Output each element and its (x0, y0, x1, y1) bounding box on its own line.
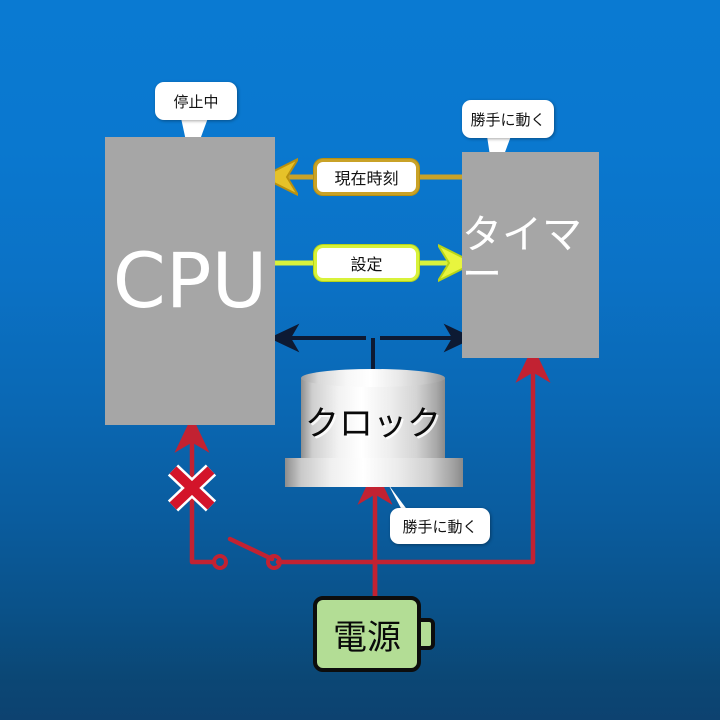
timer-label: タイマー (462, 212, 582, 298)
clock-cylinder-top (301, 369, 445, 387)
switch-terminal-right (266, 554, 282, 570)
battery-block[interactable]: 電源 (313, 596, 438, 672)
clock-block[interactable]: クロック (285, 368, 465, 487)
power-wiring (174, 345, 551, 599)
signal-label-current-time-text: 現在時刻 (334, 169, 399, 188)
blocked-x-marker (167, 464, 217, 512)
callout-cpu-state-text: 停止中 (173, 92, 219, 111)
signal-label-setting-text: 設定 (350, 255, 383, 274)
clock-cylinder-body (301, 378, 445, 464)
switch-terminal-left (212, 554, 228, 570)
signal-label-setting[interactable]: 設定 (314, 245, 419, 281)
timer-block[interactable]: タイマー (462, 152, 599, 358)
battery-terminal-nub (417, 618, 435, 650)
callout-timer-state: 勝手に動く (462, 100, 554, 138)
signal-label-current-time[interactable]: 現在時刻 (314, 159, 419, 195)
battery-body: 電源 (313, 596, 421, 672)
clock-base-plate (285, 458, 463, 487)
cpu-block[interactable]: CPU (105, 137, 275, 425)
switch-lever (227, 536, 275, 562)
power-wire-to-timer (372, 345, 551, 565)
clock-label: クロック (305, 403, 441, 444)
callout-clock-state-text: 勝手に動く (402, 517, 478, 536)
battery-label: 電源 (333, 617, 401, 658)
callout-clock-state: 勝手に動く (390, 508, 490, 544)
callout-cpu-state: 停止中 (155, 82, 237, 120)
callout-timer-state-text: 勝手に動く (470, 110, 546, 129)
cpu-label: CPU (112, 236, 268, 325)
power-wire-to-cpu (174, 415, 217, 565)
